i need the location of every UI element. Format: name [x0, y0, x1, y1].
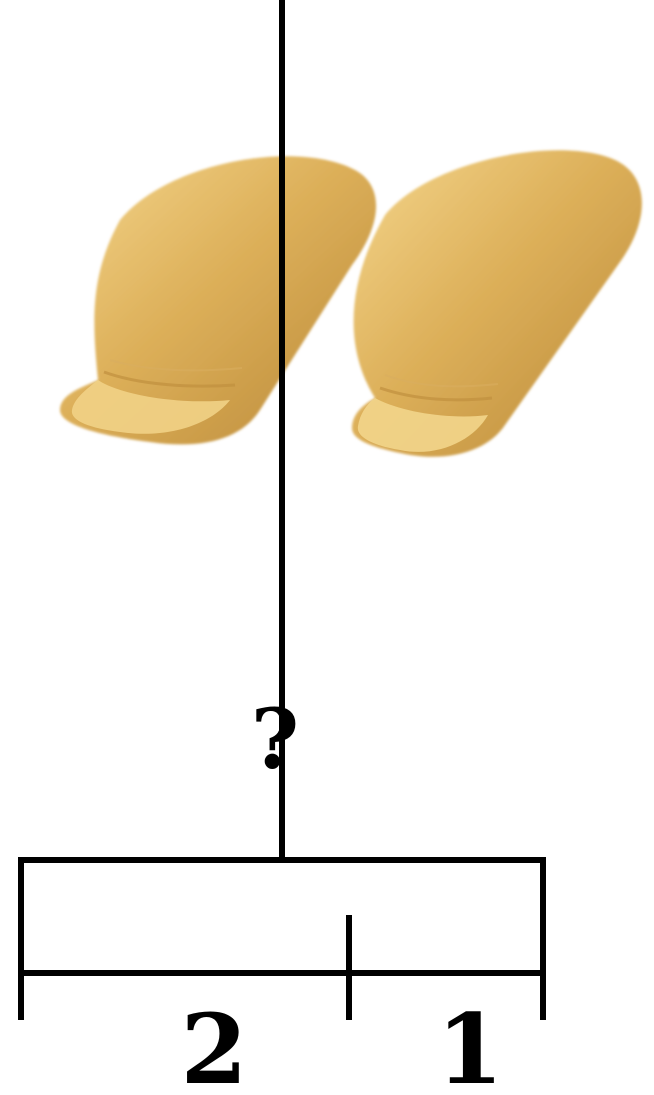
- part-label-left: 2: [181, 993, 248, 1095]
- pancake-roll-left-image: [60, 156, 376, 444]
- pancake-roll-right-image: [352, 150, 642, 457]
- total-question-label: ?: [251, 692, 299, 788]
- part-label-right: 1: [437, 993, 504, 1095]
